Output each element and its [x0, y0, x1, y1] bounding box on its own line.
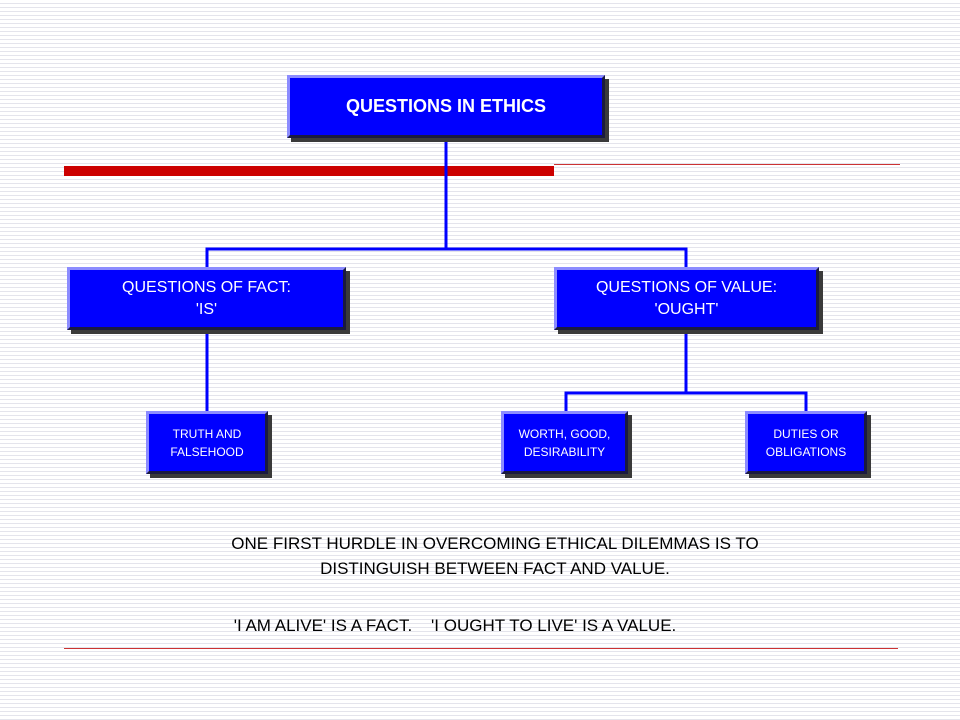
node-worth-good-desirability: WORTH, GOOD, DESIRABILITY: [501, 411, 628, 474]
node-truth-and-falsehood: TRUTH AND FALSEHOOD: [146, 411, 268, 474]
node-questions-of-fact: QUESTIONS OF FACT: 'IS': [67, 267, 346, 330]
accent-bar-thick: [64, 166, 554, 176]
worth-node-label: WORTH, GOOD, DESIRABILITY: [518, 426, 611, 459]
accent-rule-bottom: [64, 648, 898, 649]
duties-node-label: DUTIES OR OBLIGATIONS: [765, 426, 847, 459]
node-questions-of-value: QUESTIONS OF VALUE: 'OUGHT': [554, 267, 819, 330]
caption-line-2: DISTINGUISH BETWEEN FACT AND VALUE.: [320, 559, 670, 578]
value-node-label: QUESTIONS OF VALUE: 'OUGHT': [595, 278, 778, 318]
root-node-questions-in-ethics: QUESTIONS IN ETHICS: [287, 75, 605, 138]
fact-node-label: QUESTIONS OF FACT: 'IS': [122, 278, 291, 318]
accent-rule-top: [554, 164, 900, 165]
truth-node-label: TRUTH AND FALSEHOOD: [170, 426, 244, 459]
caption-line-3: 'I AM ALIVE' IS A FACT. 'I OUGHT TO LIVE…: [233, 616, 677, 635]
caption-line-1: ONE FIRST HURDLE IN OVERCOMING ETHICAL D…: [231, 534, 759, 553]
node-duties-or-obligations: DUTIES OR OBLIGATIONS: [745, 411, 867, 474]
root-node-label: QUESTIONS IN ETHICS: [345, 96, 547, 116]
